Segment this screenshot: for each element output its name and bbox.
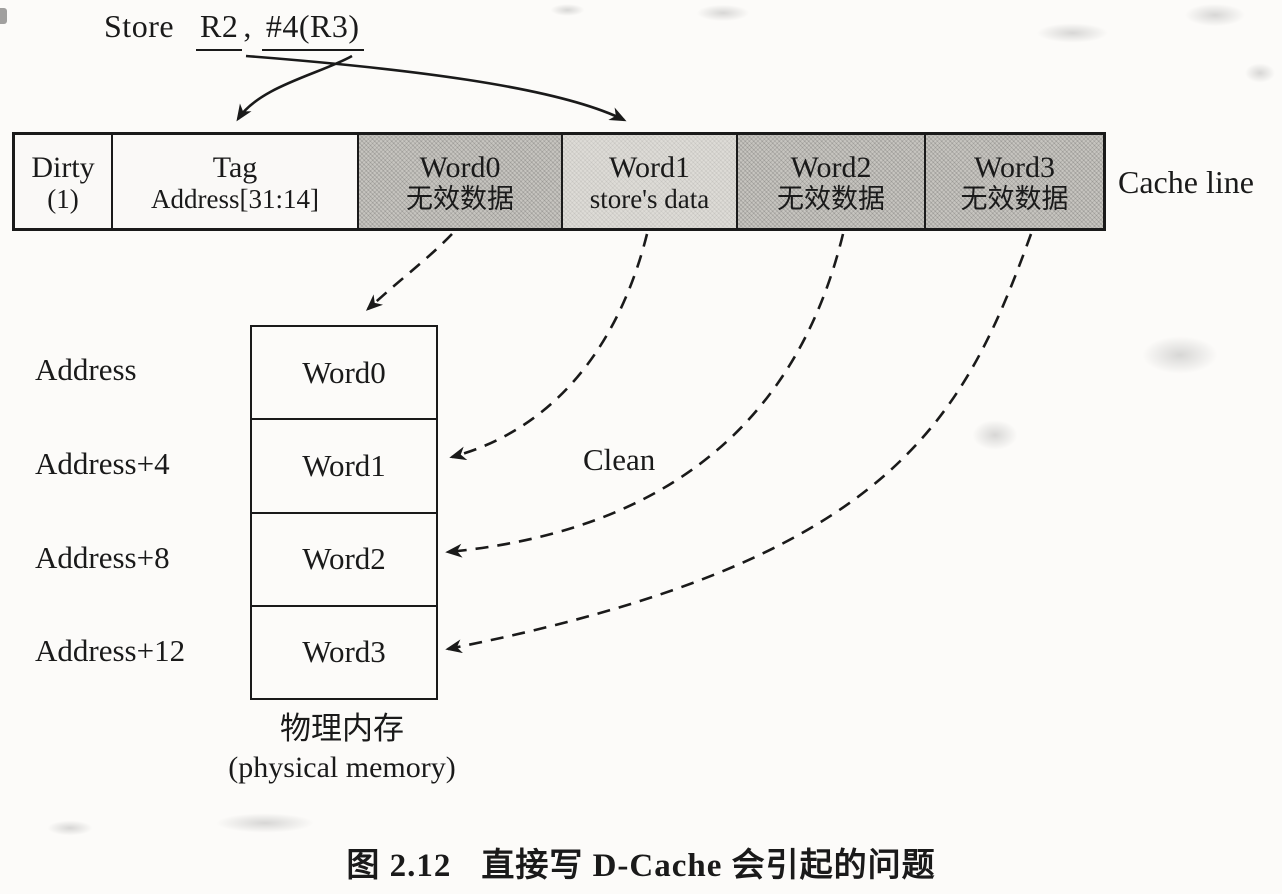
figure-number: 图 2.12 [346,848,452,884]
cell-label: Dirty [31,150,95,184]
cell-sublabel: 无效数据 [406,184,514,215]
figure-title: 直接写 D-Cache 会引起的问题 [481,848,936,884]
memory-word-label: Word3 [302,634,386,670]
cell-sublabel: store's data [589,184,710,215]
memory-row: Word1 [252,420,436,514]
scan-smudge [688,2,758,24]
cell-label: Tag [212,150,258,184]
cache-cell-word3: Word3 无效数据 [926,135,1103,228]
scan-smudge [1025,20,1120,46]
instruction-operand-addr: #4(R3) [261,8,364,51]
address-label-2: Address+8 [35,540,170,575]
cache-line-label: Cache line [1118,164,1254,200]
cell-label: Word2 [790,150,872,184]
cache-line-table: Dirty (1) Tag Address[31:14] Word0 无效数据 … [12,132,1106,231]
cache-cell-tag: Tag Address[31:14] [113,135,359,228]
scan-mark [0,8,7,24]
memory-row: Word0 [252,327,436,421]
scan-smudge [1130,330,1230,380]
dashed-arrow-word0-to-memory [365,233,453,311]
instruction-opcode: Store [104,8,175,44]
figure-caption: 图 2.12 直接写 D-Cache 会引起的问题 [0,838,1282,886]
address-label-1: Address+4 [35,446,170,481]
memory-caption-en: (physical memory) [228,750,456,784]
memory-word-label: Word0 [302,354,386,390]
store-instruction: Store R2,#4(R3) [104,8,364,51]
scan-smudge [965,415,1025,455]
cache-cell-dirty: Dirty (1) [15,135,113,228]
cell-label: Word0 [419,150,501,184]
memory-caption: 物理内存 (physical memory) [182,710,502,786]
scan-smudge [1240,60,1280,86]
memory-box: Word0 Word1 Word2 Word3 [250,325,438,700]
instruction-operand-r2: R2 [196,8,243,51]
scan-smudge [1175,0,1255,30]
address-label-3: Address+12 [35,633,186,668]
dashed-arrow-word1-to-memory [449,233,649,461]
memory-row: Word2 [252,514,436,607]
address-label-0: Address [35,352,137,387]
cache-cell-word1: Word1 store's data [563,135,738,228]
cell-sublabel: 无效数据 [777,184,885,215]
cell-sublabel: Address[31:14] [151,184,319,215]
dashed-arrow-word3-to-memory [445,233,1033,654]
cell-label: Word1 [609,150,690,184]
dashed-arrow-word2-to-memory [445,233,845,558]
scan-smudge [545,2,590,18]
memory-word-label: Word2 [302,541,386,577]
memory-row: Word3 [252,607,436,698]
cell-sublabel: 无效数据 [960,184,1069,215]
cell-sublabel: (1) [47,184,79,215]
arrow-address-to-tag [236,54,353,122]
arrow-r2-to-word1 [245,54,627,122]
memory-caption-cn: 物理内存 [280,711,404,746]
cache-cell-word2: Word2 无效数据 [738,135,926,228]
cache-cell-word0: Word0 无效数据 [359,135,563,228]
scan-smudge [40,818,100,838]
memory-word-label: Word1 [302,447,386,483]
instruction-separator: , [243,8,252,44]
clean-label: Clean [583,442,656,477]
cell-label: Word3 [974,150,1055,184]
scan-smudge [200,810,330,836]
